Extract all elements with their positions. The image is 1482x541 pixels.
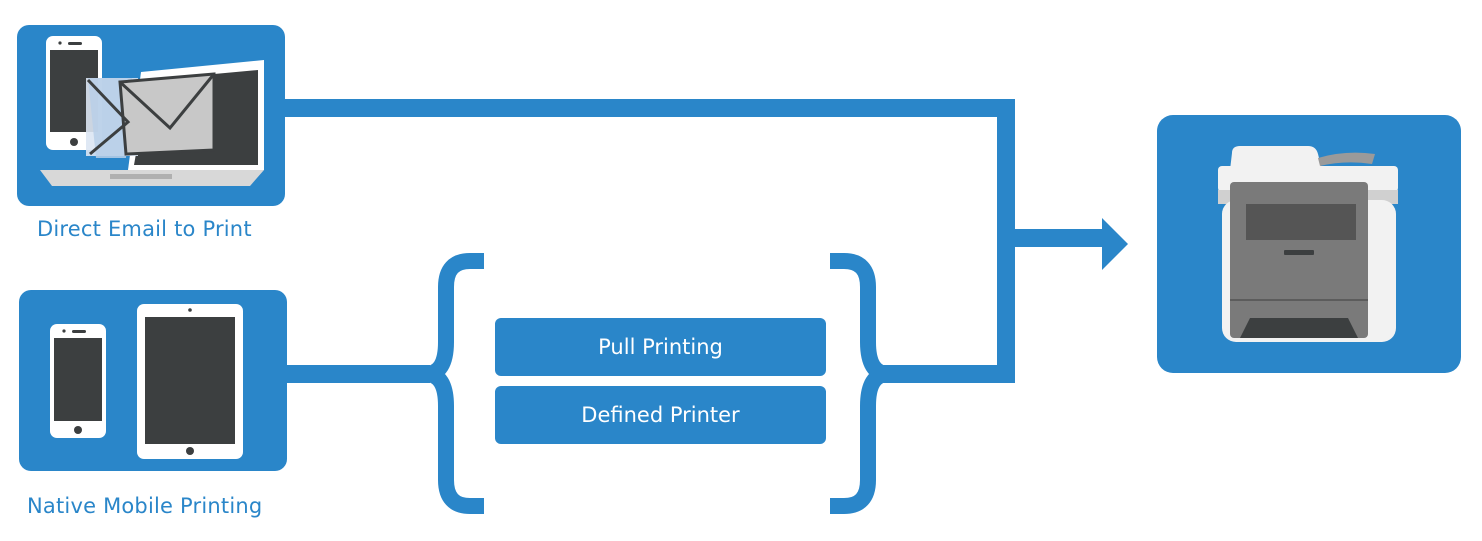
connectors (284, 99, 1108, 514)
merge-connector-line (874, 238, 1015, 383)
defined-printer-box: Defined Printer (495, 386, 826, 444)
pull-printing-label: Pull Printing (598, 335, 723, 359)
pull-printing-box: Pull Printing (495, 318, 826, 376)
tablet-icon (137, 304, 243, 459)
right-brace (830, 253, 889, 514)
mobile-source-panel (19, 290, 287, 471)
mobile-source-label: Native Mobile Printing (27, 494, 263, 518)
printer-panel (1157, 115, 1461, 373)
left-brace (425, 253, 484, 514)
defined-printer-label: Defined Printer (581, 403, 740, 427)
arrow-head (1102, 218, 1128, 270)
multifunction-printer-icon (1218, 146, 1398, 342)
phone-icon (50, 324, 106, 438)
email-source-panel (17, 25, 285, 206)
email-connector-line (284, 99, 1015, 238)
envelope-icon (86, 72, 216, 158)
email-source-label: Direct Email to Print (37, 217, 252, 241)
